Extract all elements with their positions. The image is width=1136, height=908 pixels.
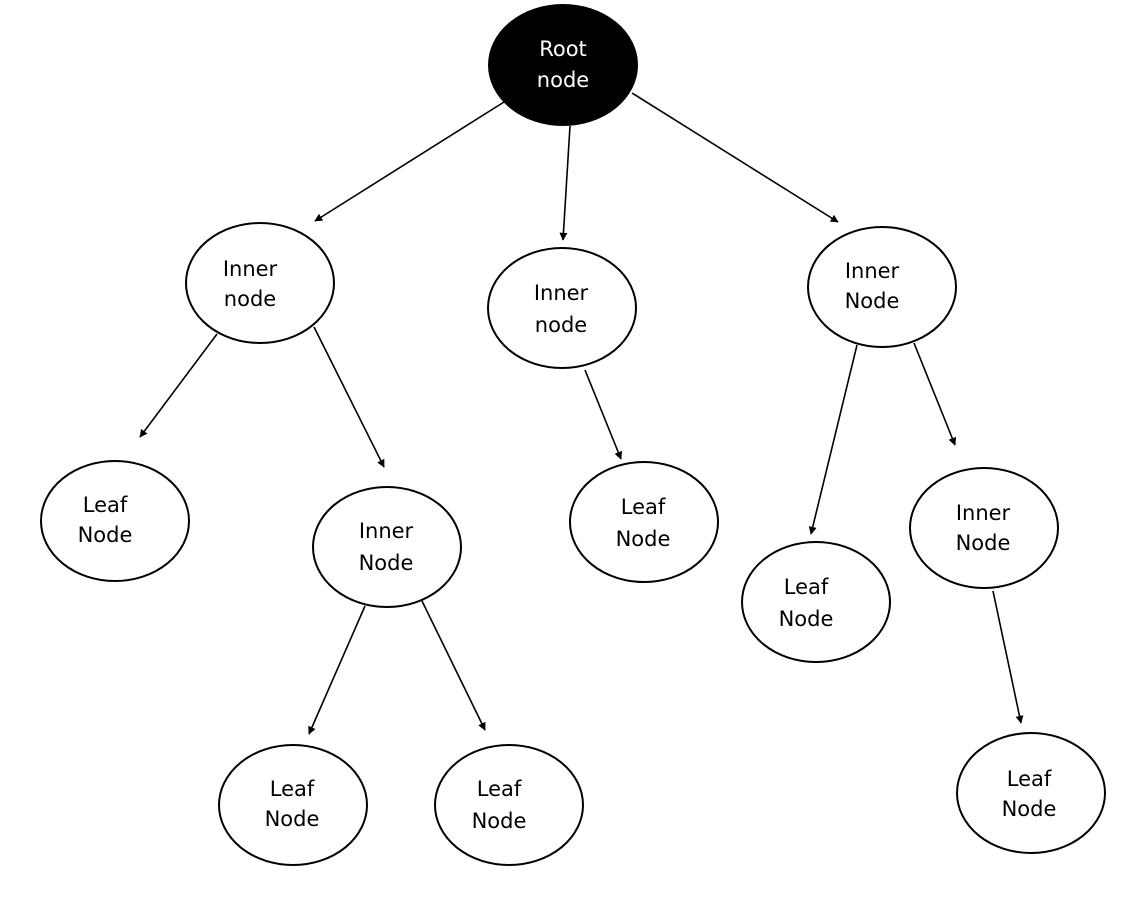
edge-arrow-root-to-inner-left: [314, 101, 505, 222]
node-label-line: Node: [359, 551, 414, 575]
node-label-line: Leaf: [784, 575, 829, 599]
node-label-line: Node: [472, 809, 527, 833]
edge-arrow-root-to-inner-middle: [559, 125, 571, 241]
node-label-line: Inner: [359, 519, 414, 543]
node-label-line: Node: [956, 531, 1011, 555]
node-label-line: Node: [1002, 797, 1057, 821]
inner-node-shape: [807, 226, 957, 348]
node-label-line: Node: [265, 807, 320, 831]
inner-node-shape: [312, 486, 462, 608]
leaf-node-shape: [40, 460, 190, 582]
edge-arrow-inner-right-to-inner-right-child: [913, 342, 957, 446]
edge-arrow-inner-left-child-to-leaf-bottom-left-b: [421, 600, 486, 731]
leaf-node-shape: [956, 732, 1106, 854]
edge-arrow-root-to-inner-right: [631, 92, 839, 223]
leaf-node-shape: [434, 744, 584, 866]
edge-arrow-inner-left-child-to-leaf-bottom-left-a: [308, 605, 366, 735]
tree-node-root: Root node: [488, 4, 638, 126]
node-label-line: Node: [78, 523, 133, 547]
node-label-line: Node: [616, 527, 671, 551]
leaf-node-shape: [741, 541, 891, 663]
node-label-line: Root: [539, 37, 587, 61]
leaf-node-shape: [569, 461, 719, 583]
tree-node-inner-middle: Inner node: [487, 247, 637, 369]
edge-arrow-inner-right-child-to-leaf-bottom-right: [992, 590, 1024, 724]
inner-node-shape: [185, 222, 335, 344]
node-label-line: Leaf: [270, 777, 315, 801]
edge-arrow-inner-left-to-leaf-far-left: [139, 333, 218, 438]
edge-arrow-inner-right-to-leaf-right-a: [808, 344, 858, 535]
node-label-line: Leaf: [83, 493, 128, 517]
node-label-line: Node: [779, 607, 834, 631]
edge-arrow-inner-left-to-inner-left-child: [313, 326, 385, 468]
inner-node-shape: [909, 467, 1059, 589]
node-label-line: Leaf: [621, 495, 666, 519]
node-label-line: Inner: [845, 259, 900, 283]
root-node-shape: [488, 4, 638, 126]
inner-node-shape: [487, 247, 637, 369]
node-label-line: Inner: [223, 257, 278, 281]
edge-arrow-inner-middle-to-leaf-middle: [584, 369, 623, 460]
node-label-line: node: [224, 287, 276, 311]
node-label-line: Inner: [534, 281, 589, 305]
node-label-line: Leaf: [477, 777, 522, 801]
node-label-line: Node: [845, 289, 900, 313]
node-label-line: node: [535, 313, 587, 337]
node-label-line: Inner: [956, 501, 1011, 525]
leaf-node-shape: [218, 744, 368, 866]
node-label-line: Leaf: [1007, 767, 1052, 791]
tree-node-inner-left: Inner node: [185, 222, 335, 344]
node-label-line: node: [537, 68, 589, 92]
edges-layer: [139, 92, 1024, 735]
